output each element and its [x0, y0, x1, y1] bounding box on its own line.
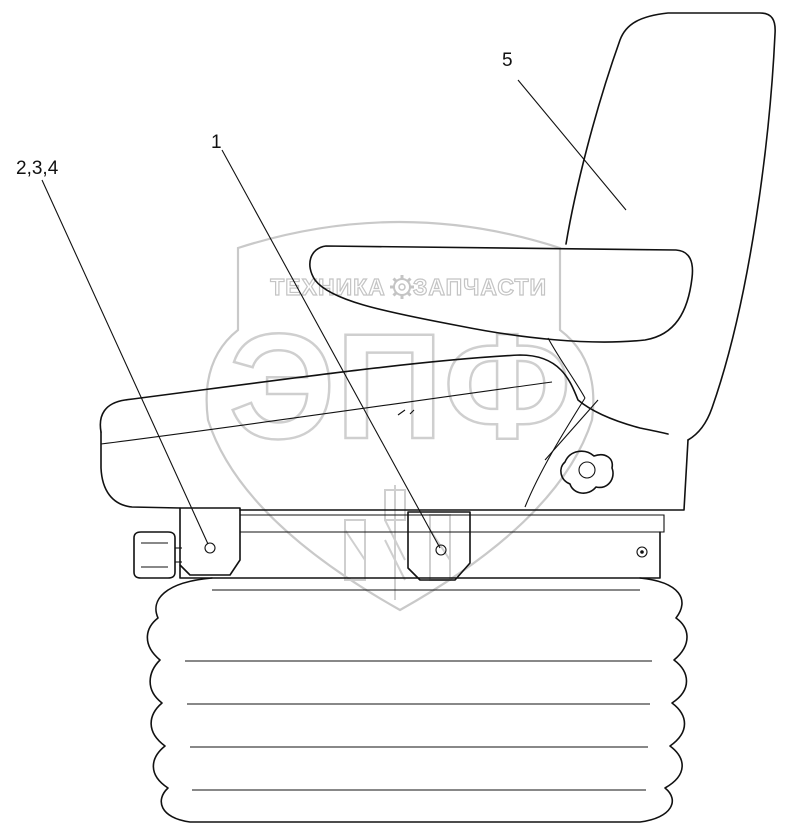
suspension-base — [179, 531, 661, 579]
seat-side-body — [239, 439, 689, 533]
leader-line-5 — [517, 79, 627, 211]
leader-line-234 — [41, 179, 209, 545]
gear-icon — [390, 275, 414, 299]
adjustment-knob-icon — [560, 450, 614, 494]
bellows — [146, 577, 688, 823]
callout-label-1: 1 — [211, 132, 222, 153]
callout-label-234: 2,3,4 — [16, 158, 59, 179]
bracket-left — [179, 507, 241, 576]
watermark-big-letters: ЭПФ — [229, 302, 572, 470]
bracket-center — [407, 511, 471, 581]
seat-cushion — [99, 337, 669, 509]
watermark-right-word: ЗАПЧАСТИ — [413, 274, 547, 300]
watermark: ЭПФ ТЕХНИКА ЗАПЧАСТИ — [205, 220, 595, 612]
watermark-left-word: ТЕХНИКА — [270, 274, 386, 300]
leader-lines — [41, 79, 627, 549]
watermark-wheat-icon — [344, 485, 451, 600]
backrest — [565, 12, 776, 441]
watermark-shield — [205, 220, 595, 612]
armrest — [309, 245, 694, 343]
callout-label-5: 5 — [502, 50, 513, 71]
rubber-stop — [133, 531, 182, 579]
leader-line-1 — [221, 149, 441, 549]
